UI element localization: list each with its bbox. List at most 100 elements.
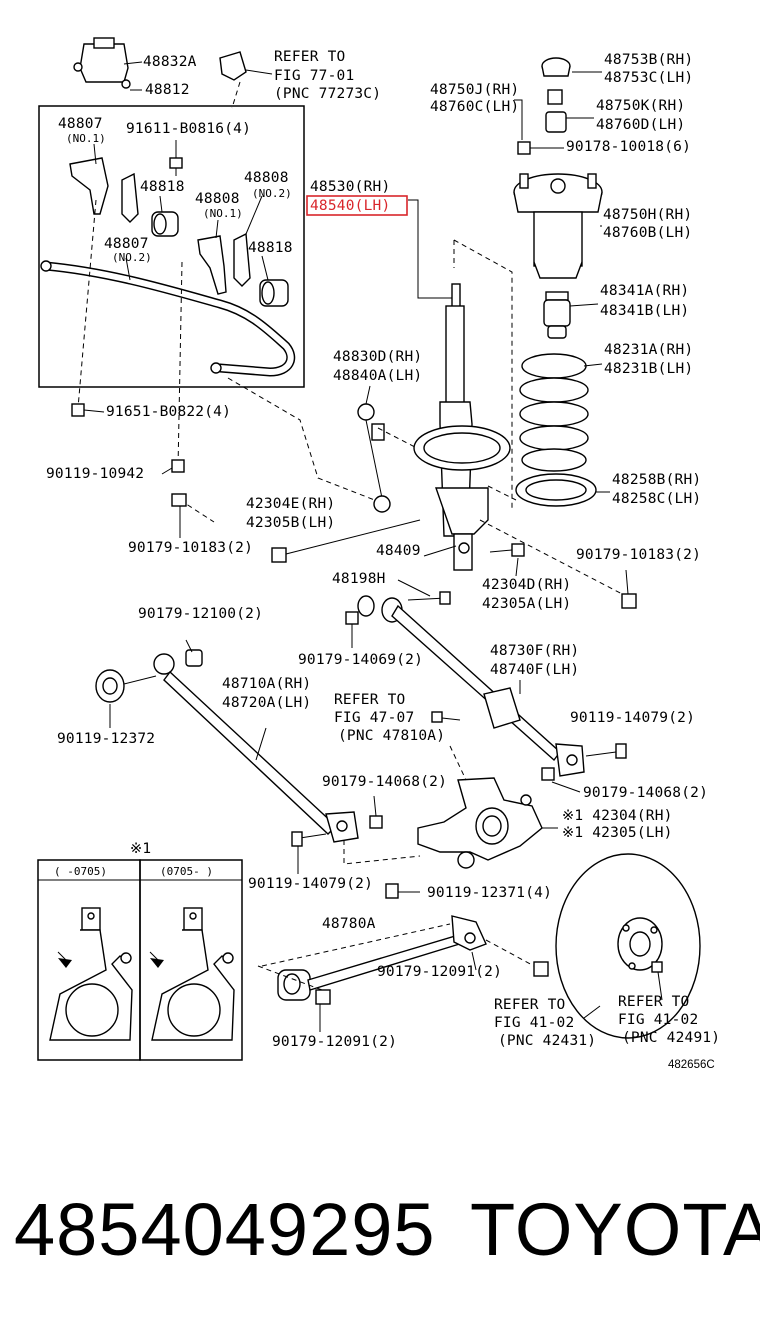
part-label-l70: (PNC 42431)	[498, 1033, 596, 1049]
part-label-l02: REFER TO	[274, 49, 345, 65]
nut-90179-12100	[185, 649, 203, 667]
part-label-l50: 48710A(RH)	[222, 676, 311, 692]
part-label-l16: 48818	[248, 240, 293, 256]
part-label-l29: 48750H(RH)	[603, 207, 692, 223]
part-label-l71: REFER TO	[618, 994, 689, 1010]
part-label-l61: ※1	[130, 841, 151, 857]
part-label-l54: (PNC 47810A)	[338, 728, 445, 744]
part-label-l22: 48750J(RH)	[430, 82, 519, 98]
part-label-l18: 90119-10942	[46, 466, 144, 482]
bolt-48198h	[407, 591, 451, 605]
part-label-l40: 42305B(LH)	[246, 515, 335, 531]
bolt-91651	[71, 403, 85, 417]
part-label-l74: 90179-12091(2)	[272, 1034, 397, 1050]
part-label-l01: 48832A	[143, 54, 197, 70]
brand-name: TOYOTA	[470, 1188, 760, 1271]
part-label-l27: 48760D(LH)	[596, 117, 685, 133]
part-label-l23: 48760C(LH)	[430, 99, 519, 115]
part-label-l20: 48530(RH)	[310, 179, 390, 195]
clip-77273c	[219, 51, 247, 81]
part-label-l57: 90179-14068(2)	[322, 774, 447, 790]
part-label-l35: 48830D(RH)	[333, 349, 422, 365]
arm-48780a	[277, 915, 487, 1001]
part-label-l62: ( -0705)	[54, 865, 107, 878]
part-label-l24: 48753B(RH)	[604, 52, 693, 68]
part-number: 4854049295	[14, 1188, 436, 1271]
upper-mount-48750h	[513, 173, 603, 279]
bracket-48832a	[73, 37, 131, 89]
part-label-l63: (0705- )	[160, 865, 213, 878]
nut-90179-10183-a	[171, 493, 187, 507]
part-label-l49: 48740F(LH)	[490, 662, 579, 678]
label-layer: 48832A REFER TO FIG 77-01 (PNC 77273C) 48812…	[46, 49, 720, 1050]
part-label-l44: 42304D(RH)	[482, 577, 571, 593]
part-label-l43: 48198H	[332, 571, 386, 587]
exploded-parts-diagram: 48832A REFER TO FIG 77-01 (PNC 77273C) 48812…	[37, 37, 720, 1071]
part-label-l58: 90179-14068(2)	[583, 785, 708, 801]
part-label-l42: 90179-10183(2)	[576, 547, 701, 563]
spacer-48750k	[545, 89, 567, 133]
part-label-l53: FIG 47-07	[334, 710, 414, 726]
inset-knuckle-late	[149, 907, 235, 1041]
part-label-l31: 48341A(RH)	[600, 283, 689, 299]
part-label-l10: 48808	[244, 170, 289, 186]
part-label-l03: FIG 77-01	[274, 68, 354, 84]
part-label-l19: 90179-10183(2)	[128, 540, 253, 556]
bolt-90119-12371	[385, 883, 420, 899]
knuckle-42304	[417, 777, 543, 869]
part-label-l38: 48258C(LH)	[612, 491, 701, 507]
bracket-48808-no1	[197, 235, 227, 295]
part-label-l47: 90179-14069(2)	[298, 652, 423, 668]
part-label-l15: (NO.2)	[112, 251, 152, 264]
part-label-l25: 48753C(LH)	[604, 70, 693, 86]
bracket-48807-no1	[69, 157, 109, 215]
part-label-l11: (NO.2)	[252, 187, 292, 200]
part-label-l30: 48760B(LH)	[603, 225, 692, 241]
nut-90179-14068-b	[541, 767, 555, 781]
part-label-l06: 48807	[58, 116, 103, 132]
part-label-l36: 48840A(LH)	[333, 368, 422, 384]
nut-42304e	[271, 547, 287, 563]
part-label-l66: 48780A	[322, 916, 376, 932]
bolt-42304d	[489, 543, 525, 557]
part-label-l14: 48807	[104, 236, 149, 252]
stabilizer-link	[357, 403, 391, 513]
part-label-l64: 90119-14079(2)	[248, 876, 373, 892]
spring-insulator-48258b	[515, 473, 597, 507]
part-label-l33: 48231A(RH)	[604, 342, 693, 358]
part-label-l69: FIG 41-02	[494, 1015, 574, 1031]
part-label-l52: REFER TO	[334, 692, 405, 708]
part-label-l56: 90119-12372	[57, 731, 155, 747]
bolt-90119-10942	[171, 459, 185, 473]
part-label-l39: 42304E(RH)	[246, 496, 335, 512]
inset-box-late	[139, 859, 243, 1061]
part-label-l41: 48409	[376, 543, 421, 559]
highlight-box-48540	[306, 195, 408, 216]
part-label-l28: 90178-10018(6)	[566, 139, 691, 155]
bracket-48808-no2	[121, 172, 139, 223]
drawing-code: 482656C	[668, 1059, 715, 1071]
part-label-l65: 90119-12371(4)	[427, 885, 552, 901]
nut-90178	[517, 141, 531, 155]
brake-disc-42431	[555, 853, 701, 1039]
part-label-l72: FIG 41-02	[618, 1012, 698, 1028]
bump-stopper-48341a	[543, 291, 571, 339]
coil-spring-48231a	[519, 353, 589, 472]
part-label-l07: (NO.1)	[66, 132, 106, 145]
bushing-48818-b	[259, 279, 289, 307]
part-label-l34: 48231B(LH)	[604, 361, 693, 377]
part-label-l51: 48720A(LH)	[222, 695, 311, 711]
bushing-48818-a	[151, 211, 179, 237]
part-label-l67: 90179-12091(2)	[377, 964, 502, 980]
bolt-90119-14079-a	[585, 743, 627, 759]
bolt-42491	[651, 961, 663, 973]
part-label-l13: (NO.1)	[203, 207, 243, 220]
part-label-l55: 90119-14079(2)	[570, 710, 695, 726]
part-label-l04: (PNC 77273C)	[274, 86, 381, 102]
part-label-l05: 48812	[145, 82, 190, 98]
nut-90179-10183-b	[621, 593, 637, 609]
inset-knuckle-early	[49, 907, 133, 1041]
bolt-47810a	[431, 711, 443, 723]
part-label-l08: 91611-B0816(4)	[126, 121, 251, 137]
part-label-l68: REFER TO	[494, 997, 565, 1013]
